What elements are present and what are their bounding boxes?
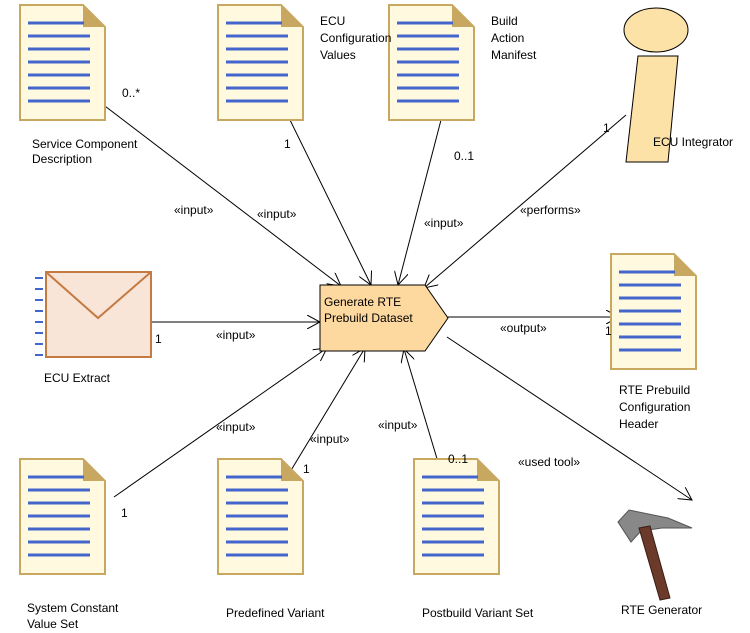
- edge-performs: [424, 114, 627, 288]
- doc-postbuild-variant: [412, 457, 501, 576]
- relation-input-build: «input»: [424, 216, 464, 230]
- build-action-label-2: Action: [491, 31, 525, 45]
- mult-integrator: 1: [603, 121, 610, 135]
- ecu-config-values-label-3: Values: [320, 48, 356, 62]
- hammer-icon: [617, 509, 693, 601]
- role-icon: [623, 7, 689, 163]
- mult-ecu-values: 1: [284, 137, 291, 151]
- task-label-line1: Generate RTE: [324, 295, 402, 309]
- postbuild-variant-label: Postbuild Variant Set: [422, 606, 534, 620]
- ecu-config-values-label-2: Configuration: [320, 31, 392, 45]
- system-constant-label-1: System Constant: [27, 601, 119, 615]
- mult-extract: 1: [155, 332, 162, 346]
- build-action-label-1: Build: [491, 14, 518, 28]
- mult-output: 1: [605, 324, 612, 338]
- rte-header-label-1: RTE Prebuild: [619, 383, 691, 397]
- rte-generator-label: RTE Generator: [621, 603, 703, 617]
- edge-ecu-values-input: [289, 119, 371, 285]
- doc-rte-prebuild-header: [609, 252, 698, 371]
- doc-predefined-variant: [216, 457, 305, 576]
- rte-header-label-3: Header: [619, 417, 659, 431]
- doc-service-component: [18, 3, 107, 122]
- build-action-label-3: Manifest: [491, 48, 537, 62]
- mult-predefined: 1: [303, 462, 310, 476]
- edge-used-tool: [446, 336, 692, 500]
- ecu-integrator-label: ECU Integrator: [653, 135, 734, 149]
- relation-performs: «performs»: [520, 203, 581, 217]
- relation-input-service: «input»: [174, 203, 214, 217]
- mult-build: 0..1: [454, 149, 475, 163]
- edge-predefined-input: [289, 348, 365, 473]
- edge-service-input: [96, 99, 341, 286]
- relation-input-ecu-values: «input»: [257, 207, 297, 221]
- mult-system-constant: 1: [121, 506, 128, 520]
- edge-system-constant-input: [113, 348, 327, 498]
- service-component-label: Service Component Description: [32, 137, 138, 166]
- relation-input-extract: «input»: [216, 328, 256, 342]
- predefined-variant-label: Predefined Variant: [226, 606, 325, 620]
- task-label-line2: Prebuild Dataset: [324, 311, 413, 325]
- mult-service: 0..*: [122, 86, 141, 100]
- relation-input-system-constant: «input»: [216, 420, 256, 434]
- relation-input-predefined: «input»: [310, 432, 350, 446]
- ecu-config-values-label-1: ECU: [320, 14, 346, 28]
- doc-ecu-configuration-values: [216, 3, 305, 122]
- doc-build-action-manifest: [387, 3, 476, 122]
- label-service-component-line1: Service Component Description: [32, 137, 182, 167]
- relation-input-postbuild: «input»: [378, 418, 418, 432]
- doc-system-constant: [18, 457, 107, 576]
- relation-output: «output»: [500, 321, 547, 335]
- relation-used-tool: «used tool»: [518, 455, 581, 469]
- ecu-extract-label: ECU Extract: [44, 371, 111, 385]
- rte-header-label-2: Configuration: [619, 400, 691, 414]
- edge-build-input: [398, 119, 442, 285]
- task-shape: [319, 284, 449, 352]
- edge-postbuild-input: [404, 349, 442, 473]
- envelope-icon: [35, 271, 152, 358]
- mult-postbuild: 0..1: [448, 452, 469, 466]
- system-constant-label-2: Value Set: [27, 617, 79, 631]
